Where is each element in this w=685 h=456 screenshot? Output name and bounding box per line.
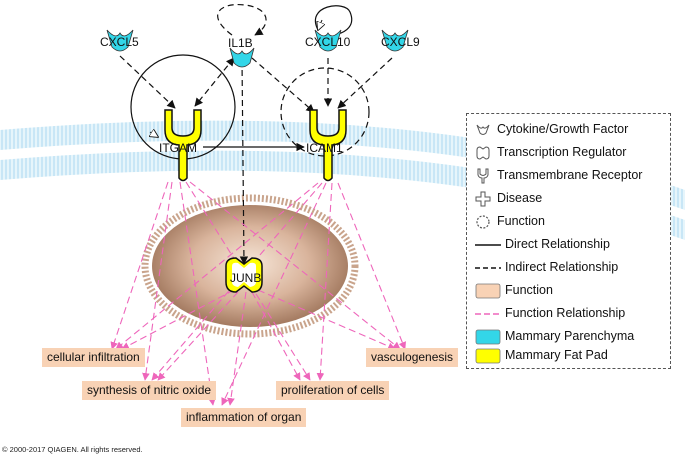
legend-item-indirect-relationship: Indirect Relationship: [467, 258, 670, 278]
legend-item-transcription-regulator: Transcription Regulator: [467, 143, 670, 163]
legend-item-cytokine: Cytokine/Growth Factor: [467, 120, 670, 140]
legend-label: Function: [505, 283, 553, 297]
legend-label: Transmembrane Receptor: [497, 168, 643, 182]
legend-item-mammary-fat-pad: Mammary Fat Pad: [467, 346, 670, 366]
cytokine-icon: [381, 29, 409, 52]
function-icon: [476, 215, 490, 229]
legend-label: Function: [497, 214, 545, 228]
function-synthesis-of-nitric-oxide[interactable]: synthesis of nitric oxide: [82, 381, 217, 400]
legend-label: Disease: [497, 191, 543, 205]
dashed-line-icon: [475, 267, 501, 269]
receptor-icon: [164, 109, 202, 182]
legend-item-disease: Disease: [467, 189, 670, 209]
legend-label: Mammary Fat Pad: [505, 348, 608, 362]
node-label-cxcl9: CXCL9: [381, 35, 420, 49]
legend-label: Mammary Parenchyma: [505, 329, 635, 343]
function-vasculogenesis[interactable]: vasculogenesis: [366, 348, 459, 367]
edge-cxcl9-icam1: [337, 57, 393, 109]
legend-item-function-shape: Function: [467, 212, 670, 232]
cyan-swatch-icon: [475, 329, 501, 345]
transcription-regulator-icon: [476, 146, 490, 160]
legend-label: Transcription Regulator: [497, 145, 627, 159]
node-label-itgam: ITGAM: [159, 141, 197, 155]
legend: Cytokine/Growth Factor Transcription Reg…: [466, 113, 671, 369]
receptor-icon: [309, 109, 347, 182]
pink-dashed-line-icon: [475, 313, 501, 315]
function-proliferation-of-cells[interactable]: proliferation of cells: [276, 381, 390, 400]
legend-item-transmembrane-receptor: Transmembrane Receptor: [467, 166, 670, 186]
legend-label: Function Relationship: [505, 306, 626, 320]
node-cxcl10[interactable]: CXCL10: [305, 29, 351, 52]
edge-il1b-icam1: [251, 57, 315, 113]
edge-cxcl5-itgam: [119, 55, 176, 109]
self-loop-icam1: [280, 67, 370, 157]
node-cxcl5[interactable]: CXCL5: [100, 29, 139, 52]
legend-label: Cytokine/Growth Factor: [497, 122, 629, 136]
node-il1b[interactable]: IL1B: [228, 36, 255, 68]
legend-item-mammary-parenchyma: Mammary Parenchyma: [467, 327, 670, 347]
node-icam1[interactable]: ICAM1: [306, 109, 347, 182]
node-label-il1b: IL1B: [228, 36, 253, 50]
edge-il1b-itgam: [194, 57, 235, 107]
legend-item-function-color: Function: [467, 281, 670, 301]
node-itgam[interactable]: ITGAM: [159, 109, 202, 182]
transmembrane-receptor-icon: [477, 168, 489, 184]
function-swatch-icon: [475, 283, 501, 299]
cytokine-icon: [314, 29, 342, 52]
node-junb[interactable]: JUNB: [225, 257, 263, 293]
node-label-icam1: ICAM1: [306, 141, 343, 155]
function-cellular-infiltration[interactable]: cellular infiltration: [42, 348, 145, 367]
legend-label: Indirect Relationship: [505, 260, 619, 274]
yellow-swatch-icon: [475, 348, 501, 364]
direct-line-icon: [475, 244, 501, 246]
node-label-cxcl5: CXCL5: [100, 35, 139, 49]
self-loop-cxcl10: [315, 5, 353, 35]
node-label-cxcl10: CXCL10: [305, 35, 351, 49]
edges: [119, 55, 393, 265]
self-loop-il1b: [217, 3, 267, 36]
disease-icon: [475, 191, 491, 207]
legend-item-direct-relationship: Direct Relationship: [467, 235, 670, 255]
copyright-text: © 2000-2017 QIAGEN. All rights reserved.: [2, 445, 143, 454]
cytokine-icon: [229, 47, 255, 68]
node-label-junb: JUNB: [230, 271, 261, 285]
cytokine-icon: [476, 124, 490, 135]
legend-item-function-relationship: Function Relationship: [467, 304, 670, 324]
node-cxcl9[interactable]: CXCL9: [381, 29, 420, 52]
cytokine-icon: [106, 29, 134, 52]
function-inflammation-of-organ[interactable]: inflammation of organ: [181, 408, 307, 427]
legend-label: Direct Relationship: [505, 237, 610, 251]
edge-il1b-junb: [239, 59, 249, 265]
